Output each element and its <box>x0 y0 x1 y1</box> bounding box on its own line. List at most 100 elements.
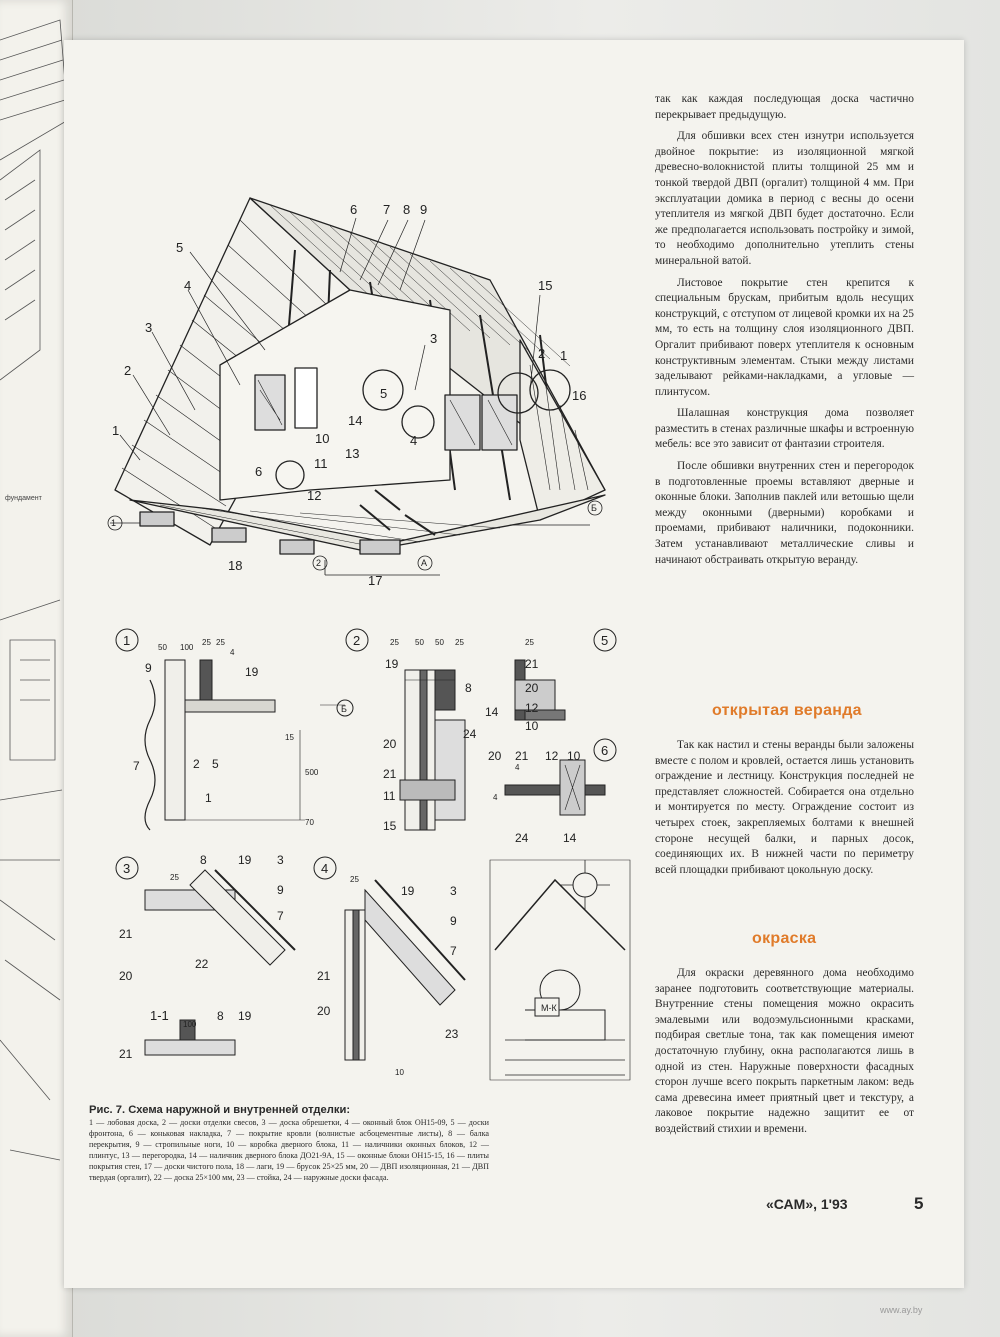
house-callout: 2 <box>538 346 545 361</box>
house-callout: 3 <box>145 320 152 335</box>
paragraph: Шалашная конструкция дома позволяет разм… <box>655 407 914 451</box>
caption-body: 1 — лобовая доска, 2 — доски отделки све… <box>89 1118 489 1182</box>
paragraph: После обшивки внутренних стен и перегоро… <box>655 460 914 566</box>
caption-title: Рис. 7. Схема наружной и внутренней отде… <box>89 1104 351 1116</box>
dimension: 70 <box>305 818 314 827</box>
axis-label: А <box>421 558 427 568</box>
dimension: 25 <box>202 638 211 647</box>
detail-callout: 23 <box>445 1027 459 1041</box>
axis-label: Б <box>591 503 597 513</box>
paragraph: так как каждая последующая доска частичн… <box>655 93 914 121</box>
dimension: 50 <box>435 638 444 647</box>
dimension: 25 <box>216 638 225 647</box>
detail-number: 4 <box>321 861 328 876</box>
house-callout: 18 <box>228 558 242 573</box>
detail-callout: 21 <box>383 767 397 781</box>
dimension: 4 <box>493 793 498 802</box>
veranda-text: Так как настил и стены веранды были зало… <box>655 738 914 884</box>
house-callout: 8 <box>403 202 410 217</box>
house-callout: 6 <box>255 464 262 479</box>
axis-label: 2 <box>316 558 321 568</box>
dimension: 25 <box>390 638 399 647</box>
detail-callout: 8 <box>465 681 472 695</box>
detail-callout: 21 <box>119 1047 133 1061</box>
sign-text: М-К <box>541 1003 557 1013</box>
house-callout: 10 <box>315 431 329 446</box>
detail-callout: 3 <box>277 853 284 867</box>
axis-label: 1 <box>111 518 116 528</box>
detail-callout: 14 <box>563 831 577 845</box>
detail-callout: 2 <box>193 757 200 771</box>
magazine-issue: «САМ», 1'93 <box>766 1196 848 1212</box>
detail-callout: 3 <box>450 884 457 898</box>
detail-callout: 8 <box>200 853 207 867</box>
paragraph: Для обшивки всех стен изнутри использует… <box>655 130 914 267</box>
house-callout: 12 <box>307 488 321 503</box>
dimension: 100 <box>180 643 194 652</box>
house-callout: 5 <box>176 240 183 255</box>
house-cutaway-drawing: 6 7 8 9 5 4 3 2 1 15 3 5 10 14 11 13 4 2… <box>107 197 606 588</box>
section-label: 1-1 <box>150 1008 169 1023</box>
detail-callout: 12 <box>525 701 539 715</box>
detail-callout: 20 <box>488 749 502 763</box>
detail-callout: 19 <box>245 665 259 679</box>
detail-number: 1 <box>123 633 130 648</box>
detail-callout: 10 <box>525 719 539 733</box>
house-callout: 16 <box>572 388 586 403</box>
detail-callout: 21 <box>525 657 539 671</box>
detail-callout: 1 <box>205 791 212 805</box>
detail-number: 2 <box>353 633 360 648</box>
detail-callout: 14 <box>485 705 499 719</box>
detail-callout: 20 <box>383 737 397 751</box>
house-callout: 5 <box>380 386 387 401</box>
dimension: 25 <box>455 638 464 647</box>
detail-callout: 7 <box>277 909 284 923</box>
dimension: 50 <box>158 643 167 652</box>
detail-callout: 9 <box>145 661 152 675</box>
detail-callout: 9 <box>450 914 457 928</box>
paragraph: Для окраски деревянного дома необходимо … <box>655 967 914 1135</box>
house-callout: 3 <box>430 331 437 346</box>
paint-text: Для окраски деревянного дома необходимо … <box>655 966 914 1144</box>
adjacent-page-edge: фундамент <box>0 0 73 1337</box>
house-callout: 1 <box>112 423 119 438</box>
detail-callout: 5 <box>212 757 219 771</box>
detail-callout: 15 <box>383 819 397 833</box>
detail-callout: 7 <box>450 944 457 958</box>
detail-callout: 19 <box>238 853 252 867</box>
house-callout: 7 <box>383 202 390 217</box>
dimension: 4 <box>230 648 235 657</box>
dimension: 10 <box>395 1068 404 1077</box>
detail-callout: 21 <box>119 927 133 941</box>
house-callout: 6 <box>350 202 357 217</box>
detail-callout: 12 <box>545 749 559 763</box>
house-callout: 13 <box>345 446 359 461</box>
detail-callout: 8 <box>217 1009 224 1023</box>
house-callout: 14 <box>348 413 362 428</box>
house-callout: 11 <box>314 456 328 471</box>
detail-callout: 10 <box>567 749 581 763</box>
figure-caption: Рис. 7. Схема наружной и внутренней отде… <box>89 1104 489 1183</box>
detail-callout: 19 <box>385 657 399 671</box>
dimension: 15 <box>285 733 294 742</box>
house-callout: 15 <box>538 278 552 293</box>
watermark: www.ay.by <box>880 1305 923 1315</box>
house-callout: 17 <box>368 573 382 588</box>
detail-callout: 20 <box>119 969 133 983</box>
dimension: 100 <box>183 1020 197 1029</box>
detail-callout: 20 <box>317 1004 331 1018</box>
detail-callout: 24 <box>515 831 529 845</box>
detail-callout: 20 <box>525 681 539 695</box>
detail-callout: 24 <box>463 727 477 741</box>
detail-number: 3 <box>123 861 130 876</box>
dimension: 4 <box>515 763 520 772</box>
axis-label: Б <box>341 704 347 714</box>
house-callout: 4 <box>410 433 417 448</box>
house-callout: 1 <box>560 348 567 363</box>
house-callout: 4 <box>184 278 191 293</box>
svg-text:фундамент: фундамент <box>5 495 43 502</box>
dimension: 25 <box>525 638 534 647</box>
dimension: 25 <box>350 875 359 884</box>
house-callout: 9 <box>420 202 427 217</box>
detail-callout: 7 <box>133 759 140 773</box>
